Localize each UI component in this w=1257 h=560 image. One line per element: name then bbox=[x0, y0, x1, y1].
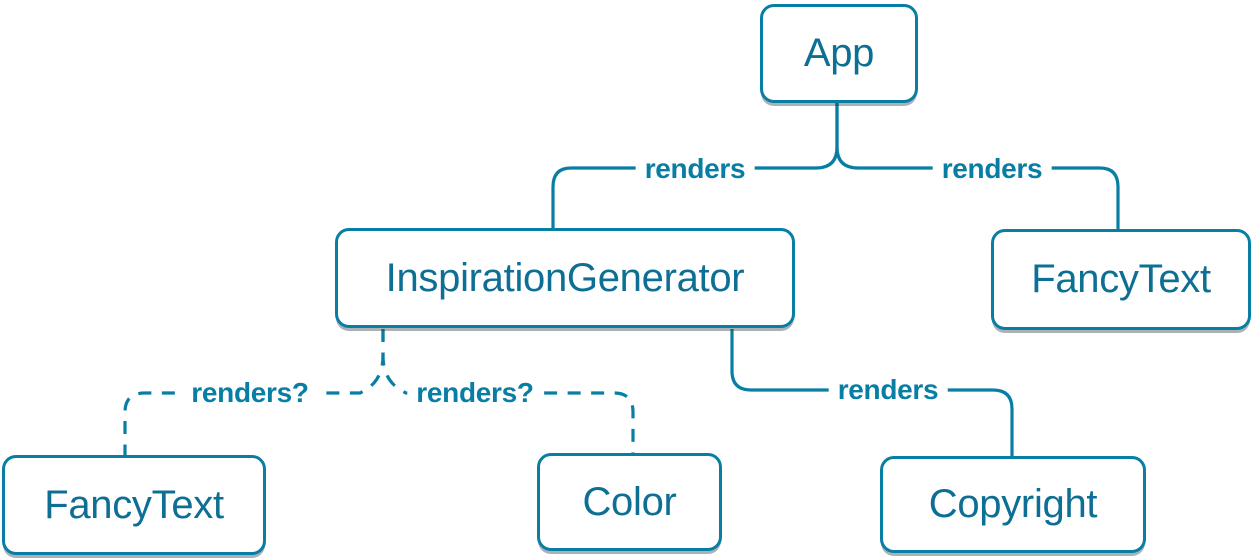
edge-label-app-inspirationgenerator: renders bbox=[635, 152, 755, 186]
node-copyright: Copyright bbox=[880, 456, 1146, 553]
edge-inspirationgenerator-to-fancytext-dashed bbox=[123, 329, 385, 456]
node-color: Color bbox=[537, 453, 722, 551]
node-fancytext-bottom-label: FancyText bbox=[44, 482, 224, 527]
node-inspiration-generator: InspirationGenerator bbox=[335, 228, 795, 328]
edge-label-inspirationgenerator-fancytext: renders? bbox=[182, 376, 318, 410]
node-fancytext-bottom: FancyText bbox=[2, 455, 266, 555]
node-fancytext-top: FancyText bbox=[991, 229, 1251, 330]
edge-inspirationgenerator-to-color-dashed bbox=[381, 329, 635, 454]
node-fancytext-top-label: FancyText bbox=[1031, 257, 1211, 301]
node-app-label: App bbox=[803, 31, 875, 75]
edge-label-inspirationgenerator-color: renders? bbox=[407, 376, 543, 410]
edge-label-inspirationgenerator-copyright: renders bbox=[828, 373, 948, 407]
edge-label-app-fancytext: renders bbox=[932, 152, 1052, 186]
node-inspiration-generator-label: InspirationGenerator bbox=[385, 255, 745, 300]
node-app: App bbox=[760, 4, 918, 103]
node-color-label: Color bbox=[582, 479, 677, 524]
node-copyright-label: Copyright bbox=[928, 482, 1098, 526]
